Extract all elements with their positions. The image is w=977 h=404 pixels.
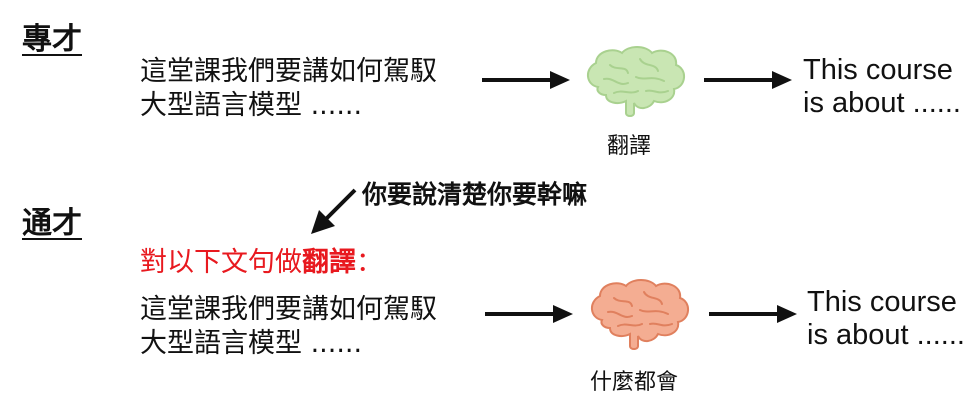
- specialist-brain-icon: [587, 46, 685, 117]
- specialist-output-line-2: is about ......: [803, 87, 961, 119]
- instruction-suffix: ：: [356, 247, 383, 278]
- generalist-heading: 通才: [22, 206, 82, 241]
- generalist-brain-label: 什麼都會: [590, 370, 679, 395]
- instruction-bold: 翻譯: [302, 247, 356, 278]
- generalist-input-line-1: 這堂課我們要講如何駕馭: [140, 294, 437, 325]
- generalist-input-text: 這堂課我們要講如何駕馭 大型語言模型 ......: [140, 293, 437, 361]
- specialist-input-line-1: 這堂課我們要講如何駕馭: [140, 56, 437, 87]
- specialist-output-text: This course is about ......: [803, 54, 961, 120]
- specialist-heading: 專才: [22, 22, 82, 57]
- generalist-output-line-1: This course: [807, 286, 957, 318]
- generalist-instruction: 對以下文句做翻譯：: [140, 246, 383, 280]
- generalist-output-arrow: [709, 305, 797, 323]
- generalist-output-line-2: is about ......: [807, 319, 965, 351]
- generalist-input-line-2: 大型語言模型 ......: [140, 328, 363, 359]
- specialist-brain-label: 翻譯: [607, 134, 652, 159]
- generalist-callout: 你要說清楚你要幹嘛: [362, 180, 588, 209]
- callout-arrow: [311, 188, 357, 234]
- specialist-input-text: 這堂課我們要講如何駕馭 大型語言模型 ......: [140, 55, 437, 123]
- generalist-input-arrow: [485, 305, 573, 323]
- instruction-prefix: 對以下文句做: [140, 247, 302, 278]
- specialist-input-arrow: [482, 71, 570, 89]
- specialist-output-line-1: This course: [803, 54, 953, 86]
- specialist-input-line-2: 大型語言模型 ......: [140, 90, 363, 121]
- specialist-output-arrow: [704, 71, 792, 89]
- generalist-brain-icon: [591, 279, 689, 350]
- generalist-output-text: This course is about ......: [807, 286, 965, 352]
